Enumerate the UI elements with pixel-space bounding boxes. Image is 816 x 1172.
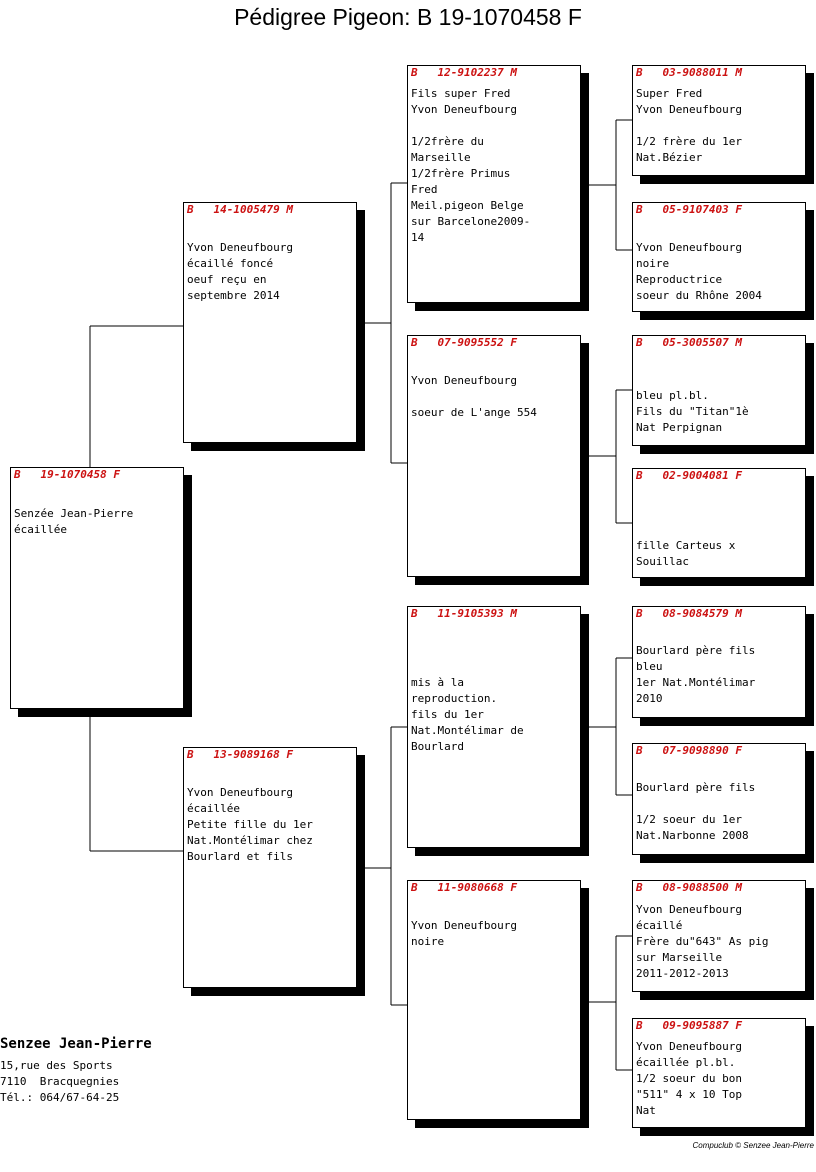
ring-number: B 02-9004081 F xyxy=(636,469,742,482)
pedigree-card-dd-dam: B 09-9095887 F Yvon Deneufbourg écaillée… xyxy=(632,1018,806,1128)
pigeon-notes: Yvon Deneufbourg noire Reproductrice soe… xyxy=(636,241,762,302)
pedigree-card-ss-sire: B 03-9088011 M Super Fred Yvon Deneufbou… xyxy=(632,65,806,176)
pedigree-card-dam-dam: B 11-9080668 F Yvon Deneufbourg noire xyxy=(407,880,581,1120)
ring-number: B 08-9088500 M xyxy=(636,881,742,894)
ring-number: B 09-9095887 F xyxy=(636,1019,742,1032)
ring-number: B 19-1070458 F xyxy=(14,468,120,481)
pedigree-card-subject: B 19-1070458 F Senzée Jean-Pierre écaill… xyxy=(10,467,184,709)
owner-street: 15,rue des Sports xyxy=(0,1059,113,1072)
ring-number: B 07-9098890 F xyxy=(636,744,742,757)
pigeon-notes: Yvon Deneufbourg écaillé foncé oeuf reçu… xyxy=(187,241,293,302)
pigeon-notes: fille Carteus x Souillac xyxy=(636,539,736,568)
ring-number: B 08-9084579 M xyxy=(636,607,742,620)
ring-number: B 11-9105393 M xyxy=(411,607,517,620)
ring-number: B 12-9102237 M xyxy=(411,66,517,79)
pedigree-card-dam-sire: B 11-9105393 M mis à la reproduction. fi… xyxy=(407,606,581,848)
ring-number: B 03-9088011 M xyxy=(636,66,742,79)
pedigree-card-dd-sire: B 08-9088500 M Yvon Deneufbourg écaillé … xyxy=(632,880,806,992)
ring-number: B 11-9080668 F xyxy=(411,881,517,894)
pedigree-card-sire: B 14-1005479 M Yvon Deneufbourg écaillé … xyxy=(183,202,357,443)
pedigree-card-sd-sire: B 05-3005507 M bleu pl.bl. Fils du "Tita… xyxy=(632,335,806,446)
pigeon-notes: Yvon Deneufbourg écaillée Petite fille d… xyxy=(187,786,313,863)
pigeon-notes: Bourlard père fils 1/2 soeur du 1er Nat.… xyxy=(636,781,756,842)
ring-number: B 05-9107403 F xyxy=(636,203,742,216)
pedigree-card-ds-dam: B 07-9098890 F Bourlard père fils 1/2 so… xyxy=(632,743,806,855)
ring-number: B 05-3005507 M xyxy=(636,336,742,349)
pigeon-notes: Yvon Deneufbourg noire xyxy=(411,919,517,948)
owner-name: Senzee Jean-Pierre xyxy=(0,1036,152,1052)
ring-number: B 14-1005479 M xyxy=(187,203,293,216)
pedigree-card-dam: B 13-9089168 F Yvon Deneufbourg écaillée… xyxy=(183,747,357,988)
pedigree-card-sire-sire: B 12-9102237 M Fils super Fred Yvon Dene… xyxy=(407,65,581,303)
pigeon-notes: mis à la reproduction. fils du 1er Nat.M… xyxy=(411,676,524,753)
pedigree-card-sire-dam: B 07-9095552 F Yvon Deneufbourg soeur de… xyxy=(407,335,581,577)
page-title: Pédigree Pigeon: B 19-1070458 F xyxy=(234,4,582,30)
owner-phone: Tél.: 064/67-64-25 xyxy=(0,1091,120,1104)
pigeon-notes: Yvon Deneufbourg soeur de L'ange 554 xyxy=(411,374,537,419)
pedigree-card-ds-sire: B 08-9084579 M Bourlard père fils bleu 1… xyxy=(632,606,806,718)
pigeon-notes: Yvon Deneufbourg écaillé Frère du"643" A… xyxy=(636,903,769,980)
ring-number: B 07-9095552 F xyxy=(411,336,517,349)
software-credit: Compuclub © Senzee Jean-Pierre xyxy=(692,1141,814,1150)
pigeon-notes: Super Fred Yvon Deneufbourg 1/2 frère du… xyxy=(636,87,742,164)
pedigree-card-ss-dam: B 05-9107403 F Yvon Deneufbourg noire Re… xyxy=(632,202,806,312)
pigeon-notes: Senzée Jean-Pierre écaillée xyxy=(14,507,134,536)
ring-number: B 13-9089168 F xyxy=(187,748,293,761)
pigeon-notes: bleu pl.bl. Fils du "Titan"1è Nat Perpig… xyxy=(636,389,749,434)
pigeon-notes: Fils super Fred Yvon Deneufbourg 1/2frèr… xyxy=(411,87,531,244)
pigeon-notes: Bourlard père fils bleu 1er Nat.Montélim… xyxy=(636,644,756,705)
pigeon-notes: Yvon Deneufbourg écaillée pl.bl. 1/2 soe… xyxy=(636,1040,742,1117)
pedigree-card-sd-dam: B 02-9004081 F fille Carteus x Souillac xyxy=(632,468,806,578)
owner-city: 7110 Bracquegnies xyxy=(0,1075,120,1088)
